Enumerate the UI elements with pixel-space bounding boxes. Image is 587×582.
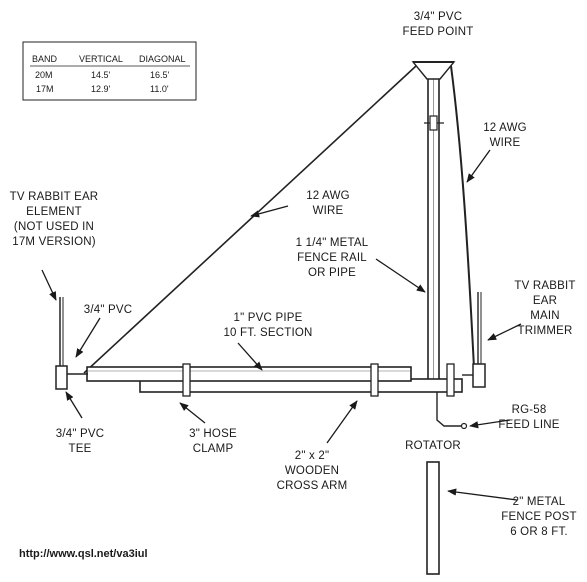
table-cell: 14.5' bbox=[91, 70, 111, 80]
label-awg-wire-diag: 12 AWG WIRE bbox=[306, 190, 350, 217]
svg-text:EAR: EAR bbox=[533, 295, 557, 307]
svg-text:FENCE POST: FENCE POST bbox=[501, 511, 576, 523]
svg-text:WOODEN: WOODEN bbox=[285, 465, 339, 477]
label-pvc-tee: 3/4" PVC TEE bbox=[56, 428, 105, 455]
feed-point-cap bbox=[411, 61, 456, 80]
svg-text:2" x 2": 2" x 2" bbox=[295, 450, 330, 462]
table-cell: 17M bbox=[36, 84, 54, 94]
table-cell: 20M bbox=[35, 70, 53, 80]
table-header-vertical: VERTICAL bbox=[79, 54, 123, 64]
svg-text:FEED LINE: FEED LINE bbox=[498, 419, 559, 431]
svg-text:OR PIPE: OR PIPE bbox=[308, 267, 356, 279]
svg-text:6 OR 8 FT.: 6 OR 8 FT. bbox=[510, 526, 568, 538]
svg-text:TV RABBIT: TV RABBIT bbox=[514, 280, 575, 292]
left-rabbit-ear bbox=[59, 297, 64, 366]
label-tv-rabbit-left: TV RABBIT EAR ELEMENT (NOT USED IN 17M V… bbox=[10, 191, 99, 248]
svg-text:3/4" PVC: 3/4" PVC bbox=[84, 304, 133, 316]
svg-text:12 AWG: 12 AWG bbox=[483, 122, 527, 134]
arrow-pvc-pipe bbox=[237, 342, 263, 371]
fence-post bbox=[426, 461, 440, 575]
svg-text:12 AWG: 12 AWG bbox=[306, 190, 350, 202]
rg58-feed-line bbox=[436, 392, 462, 427]
arrow-fence-rail bbox=[375, 258, 426, 293]
mast-insulator bbox=[424, 115, 444, 131]
svg-text:3/4" PVC: 3/4" PVC bbox=[56, 428, 105, 440]
svg-text:CROSS ARM: CROSS ARM bbox=[277, 480, 348, 492]
arrow-hose-clamp bbox=[179, 402, 206, 424]
svg-text:WIRE: WIRE bbox=[490, 137, 521, 149]
table-cell: 16.5' bbox=[150, 70, 170, 80]
label-feed-point: 3/4" PVC FEED POINT bbox=[402, 11, 473, 38]
svg-text:FENCE RAIL: FENCE RAIL bbox=[297, 252, 367, 264]
label-hose-clamp: 3" HOSE CLAMP bbox=[189, 428, 237, 455]
svg-text:3/4" PVC: 3/4" PVC bbox=[414, 11, 463, 23]
label-tv-rabbit-right: TV RABBIT EAR MAIN TRIMMER bbox=[514, 280, 575, 337]
label-pvc-34: 3/4" PVC bbox=[84, 304, 133, 316]
hose-clamps bbox=[182, 363, 455, 397]
right-rabbit-ear bbox=[462, 292, 486, 388]
svg-text:RG-58: RG-58 bbox=[512, 404, 547, 416]
svg-text:1" PVC PIPE: 1" PVC PIPE bbox=[234, 312, 303, 324]
svg-text:3" HOSE: 3" HOSE bbox=[189, 428, 237, 440]
arrow-pvc-tee bbox=[65, 391, 83, 419]
svg-text:ROTATOR: ROTATOR bbox=[405, 440, 461, 452]
label-cross-arm: 2" x 2" WOODEN CROSS ARM bbox=[277, 450, 348, 492]
table-header-diagonal: DIAGONAL bbox=[139, 54, 186, 64]
label-fence-post: 2" METAL FENCE POST 6 OR 8 FT. bbox=[501, 496, 576, 538]
label-fence-rail: 1 1/4" METAL FENCE RAIL OR PIPE bbox=[296, 237, 369, 279]
band-table: BAND VERTICAL DIAGONAL 20M 14.5' 16.5' 1… bbox=[22, 41, 197, 101]
label-rotator: ROTATOR bbox=[405, 440, 461, 452]
fence-rail-mast bbox=[427, 65, 440, 392]
pvc-pipe bbox=[86, 366, 412, 382]
arrow-fence-post bbox=[447, 488, 518, 501]
svg-text:CLAMP: CLAMP bbox=[193, 443, 234, 455]
arrow-tv-rabbit-right bbox=[487, 323, 522, 341]
label-awg-wire-right: 12 AWG WIRE bbox=[483, 122, 527, 149]
svg-text:TRIMMER: TRIMMER bbox=[517, 325, 572, 337]
vertical-wire bbox=[450, 65, 475, 369]
svg-text:TV RABBIT EAR: TV RABBIT EAR bbox=[10, 191, 99, 203]
svg-text:TEE: TEE bbox=[69, 443, 92, 455]
svg-text:10 FT. SECTION: 10 FT. SECTION bbox=[223, 327, 312, 339]
leader-arrows bbox=[41, 149, 522, 501]
arrow-tv-rabbit-left bbox=[41, 269, 57, 301]
table-header-band: BAND bbox=[32, 54, 58, 64]
arrow-cross-arm bbox=[326, 400, 358, 444]
table-cell: 12.9' bbox=[91, 84, 111, 94]
svg-text:WIRE: WIRE bbox=[313, 205, 344, 217]
label-rg58: RG-58 FEED LINE bbox=[498, 404, 559, 431]
svg-text:ELEMENT: ELEMENT bbox=[26, 206, 82, 218]
arrow-awg-diag bbox=[250, 205, 289, 218]
svg-text:1 1/4" METAL: 1 1/4" METAL bbox=[296, 237, 369, 249]
svg-text:2" METAL: 2" METAL bbox=[513, 496, 566, 508]
arrow-awg-right bbox=[466, 149, 491, 183]
arrow-pvc-34 bbox=[75, 317, 101, 358]
pvc-tee bbox=[55, 365, 68, 390]
svg-text:MAIN: MAIN bbox=[530, 310, 560, 322]
arrow-rg58 bbox=[469, 419, 511, 429]
svg-text:FEED POINT: FEED POINT bbox=[402, 26, 473, 38]
table-cell: 11.0' bbox=[150, 84, 169, 94]
diagonal-wire bbox=[83, 65, 417, 374]
svg-text:17M VERSION): 17M VERSION) bbox=[12, 236, 96, 248]
label-pvc-pipe: 1" PVC PIPE 10 FT. SECTION bbox=[223, 312, 312, 339]
svg-text:(NOT USED IN: (NOT USED IN bbox=[14, 221, 94, 233]
source-url[interactable]: http://www.qsl.net/va3iul bbox=[19, 548, 148, 560]
